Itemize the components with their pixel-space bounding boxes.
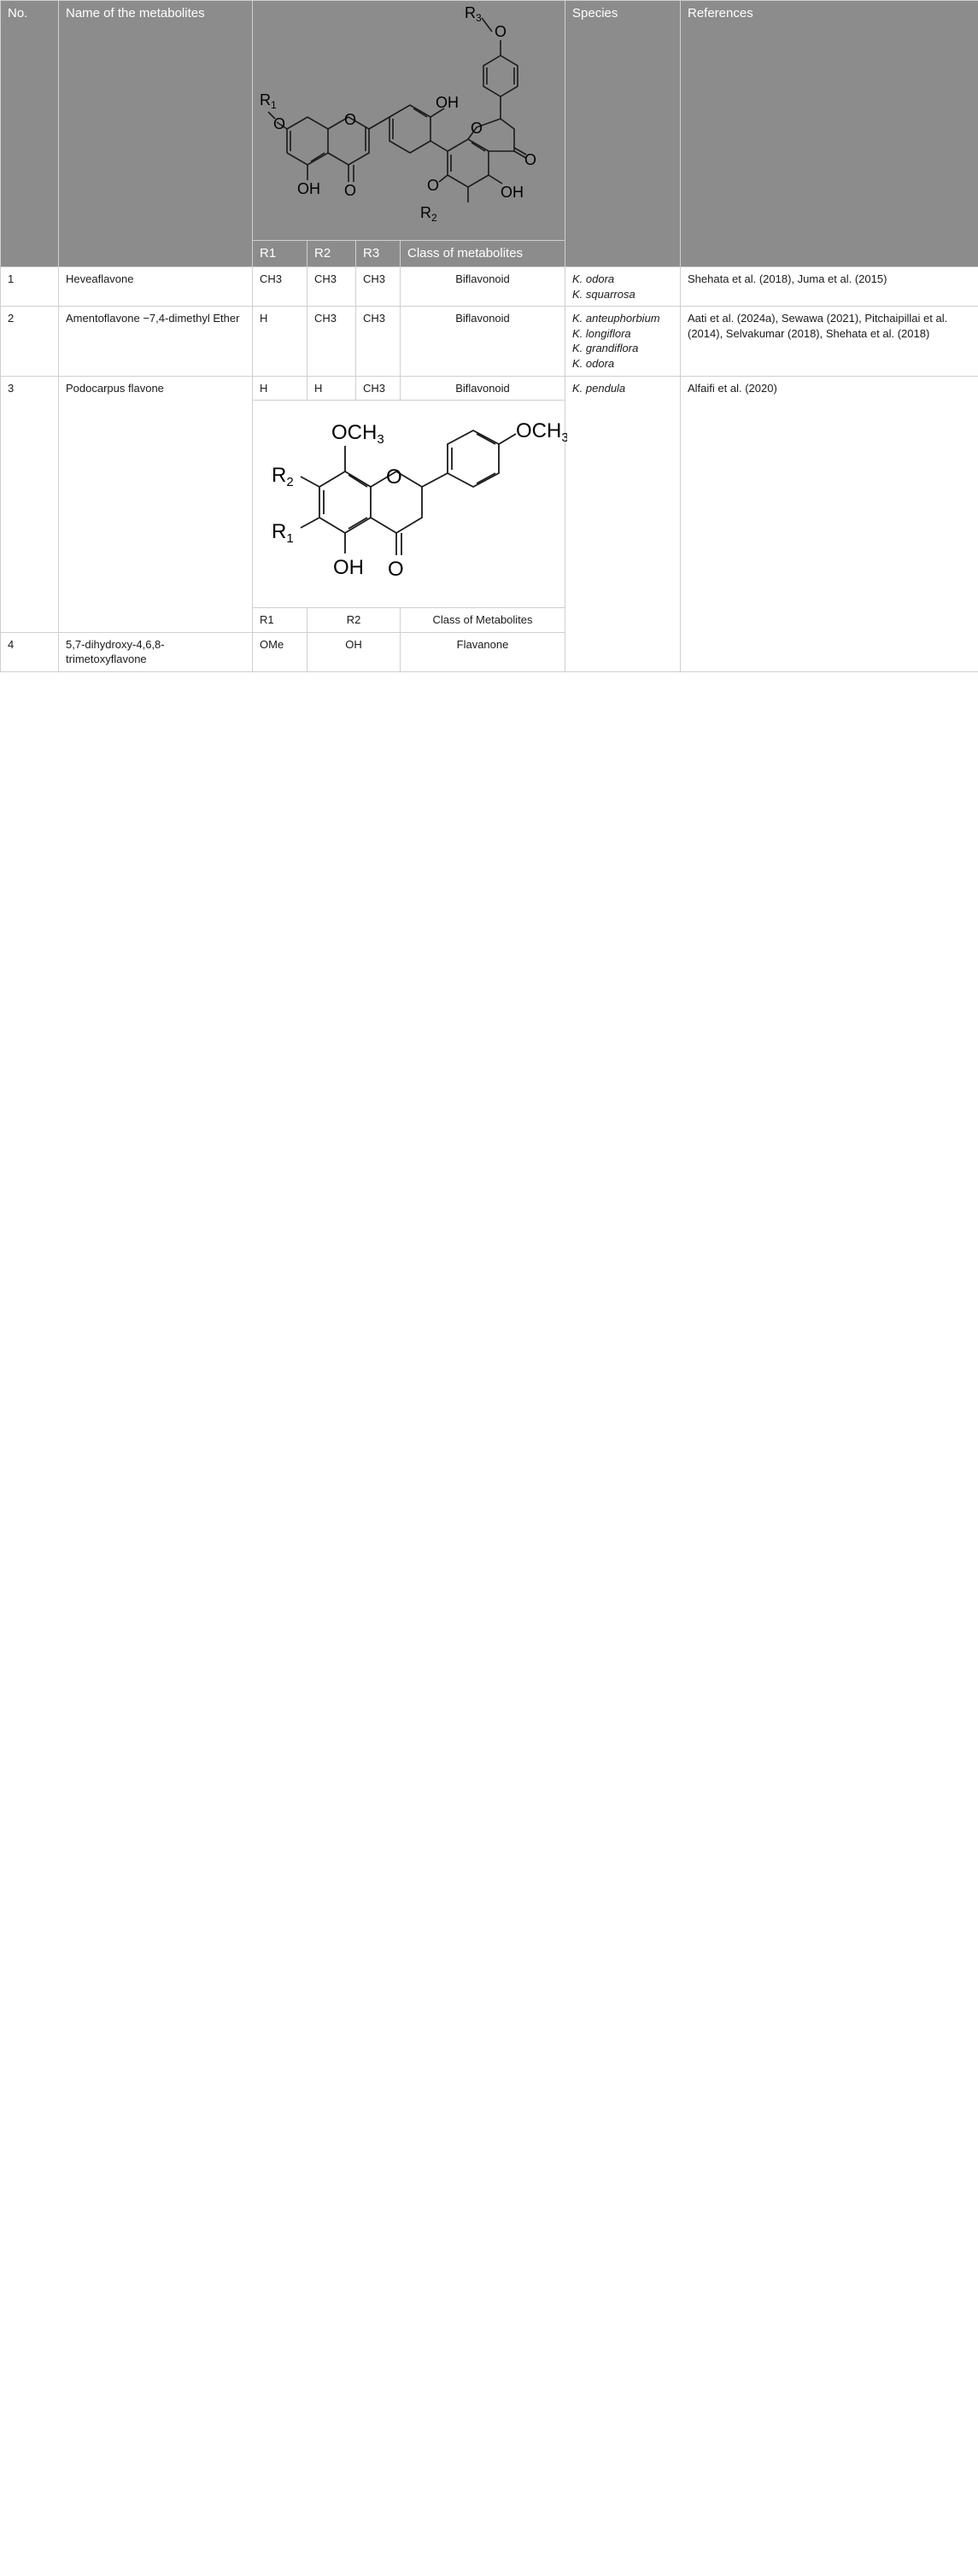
svg-text:O: O — [524, 151, 536, 168]
row-r2: CH3 — [307, 306, 356, 377]
row-r3: CH3 — [355, 266, 401, 307]
header-structure: R1 O O O OH OH O O OH O R2 O R3 — [252, 0, 565, 241]
row-r2: H — [307, 375, 356, 401]
header-r3: R3 — [355, 239, 401, 268]
svg-text:OCH3: OCH3 — [331, 421, 384, 447]
sublabel-class: Class of Metabolites — [400, 607, 565, 633]
table-row: 3 Podocarpus flavone H H CH3 Biflavonoid… — [0, 375, 978, 672]
svg-text:R1: R1 — [272, 520, 294, 546]
header-row-top: No. Name of the metabolites — [0, 0, 978, 268]
svg-text:O: O — [344, 111, 356, 128]
row-r1: CH3 — [252, 266, 307, 307]
row-r1: H — [252, 375, 307, 401]
row-r1: OMe — [252, 631, 307, 672]
metabolites-table: No. Name of the metabolites — [0, 0, 978, 672]
header-row-sub: R1 R2 R3 Class of metabolites — [1, 239, 978, 268]
svg-text:O: O — [427, 177, 439, 194]
header-class: Class of metabolites — [400, 239, 565, 268]
svg-text:R2: R2 — [420, 204, 437, 224]
header-r1: R1 — [252, 239, 307, 268]
svg-text:R1: R1 — [260, 91, 277, 111]
row-no: 1 — [0, 266, 59, 307]
structure-flavanone-cell: OCH3 OCH3 O O OH R2 R1 — [252, 400, 567, 609]
svg-text:OH: OH — [501, 184, 524, 201]
row-no: 2 — [0, 306, 59, 377]
row-r2: OH — [307, 631, 401, 672]
svg-text:R3: R3 — [465, 4, 482, 24]
row-r3: CH3 — [355, 306, 401, 377]
row-references: Shehata et al. (2018), Juma et al. (2015… — [680, 266, 978, 307]
flavanone-structure: OCH3 OCH3 O O OH R2 R1 — [272, 419, 567, 581]
table-row: 1 Heveaflavone CH3 CH3 CH3 Biflavonoid K… — [0, 266, 978, 307]
row-class: Biflavonoid — [400, 306, 565, 377]
row-class: Biflavonoid — [400, 375, 565, 401]
table-row: 2 Amentoflavone −7,4-dimethyl Ether H CH… — [0, 306, 978, 377]
svg-text:O: O — [344, 182, 356, 199]
row-references: Alfaifi et al. (2020) — [680, 375, 978, 672]
row-species: K. pendula — [565, 375, 681, 672]
svg-text:O: O — [495, 23, 507, 40]
row-class: Flavanone — [400, 631, 565, 672]
svg-text:OH: OH — [436, 94, 459, 111]
svg-text:OCH3: OCH3 — [516, 419, 567, 445]
header-no: No. — [0, 0, 59, 268]
svg-text:R2: R2 — [272, 464, 294, 489]
header-references: References — [680, 0, 978, 268]
table-row: 4 5,7-dihydroxy-4,6,8-trimetoxyflavone O… — [0, 631, 978, 672]
structure-sublabels: R1 R2 Class of Metabolites — [1, 607, 978, 633]
row-name: Heveaflavone — [58, 266, 253, 307]
row-no: 4 — [0, 631, 59, 672]
svg-text:O: O — [471, 120, 483, 137]
sublabel-r2: R2 — [307, 607, 401, 633]
row-r1: H — [252, 306, 307, 377]
svg-text:OH: OH — [297, 180, 320, 197]
row-references: Aati et al. (2024a), Sewawa (2021), Pitc… — [680, 306, 978, 377]
svg-text:O: O — [273, 115, 285, 132]
biflavonoid-structure: R1 O O O OH OH O O OH O R2 O R3 — [260, 4, 536, 224]
svg-text:OH: OH — [333, 556, 364, 579]
row-name: 5,7-dihydroxy-4,6,8-trimetoxyflavone — [58, 631, 253, 672]
row-r2: CH3 — [307, 266, 356, 307]
svg-text:O: O — [388, 558, 404, 581]
row-name: Amentoflavone −7,4-dimethyl Ether — [58, 306, 253, 377]
row-no: 3 — [0, 375, 59, 633]
header-r2: R2 — [307, 239, 356, 268]
structure-row-flavanone: OCH3 OCH3 O O OH R2 R1 — [1, 400, 978, 609]
sublabel-r1: R1 — [252, 607, 307, 633]
row-name: Podocarpus flavone — [58, 375, 253, 633]
row-r3: CH3 — [355, 375, 401, 401]
row-class: Biflavonoid — [400, 266, 565, 307]
header-name: Name of the metabolites — [58, 0, 253, 268]
header-species: Species — [565, 0, 681, 268]
svg-text:O: O — [386, 465, 402, 489]
